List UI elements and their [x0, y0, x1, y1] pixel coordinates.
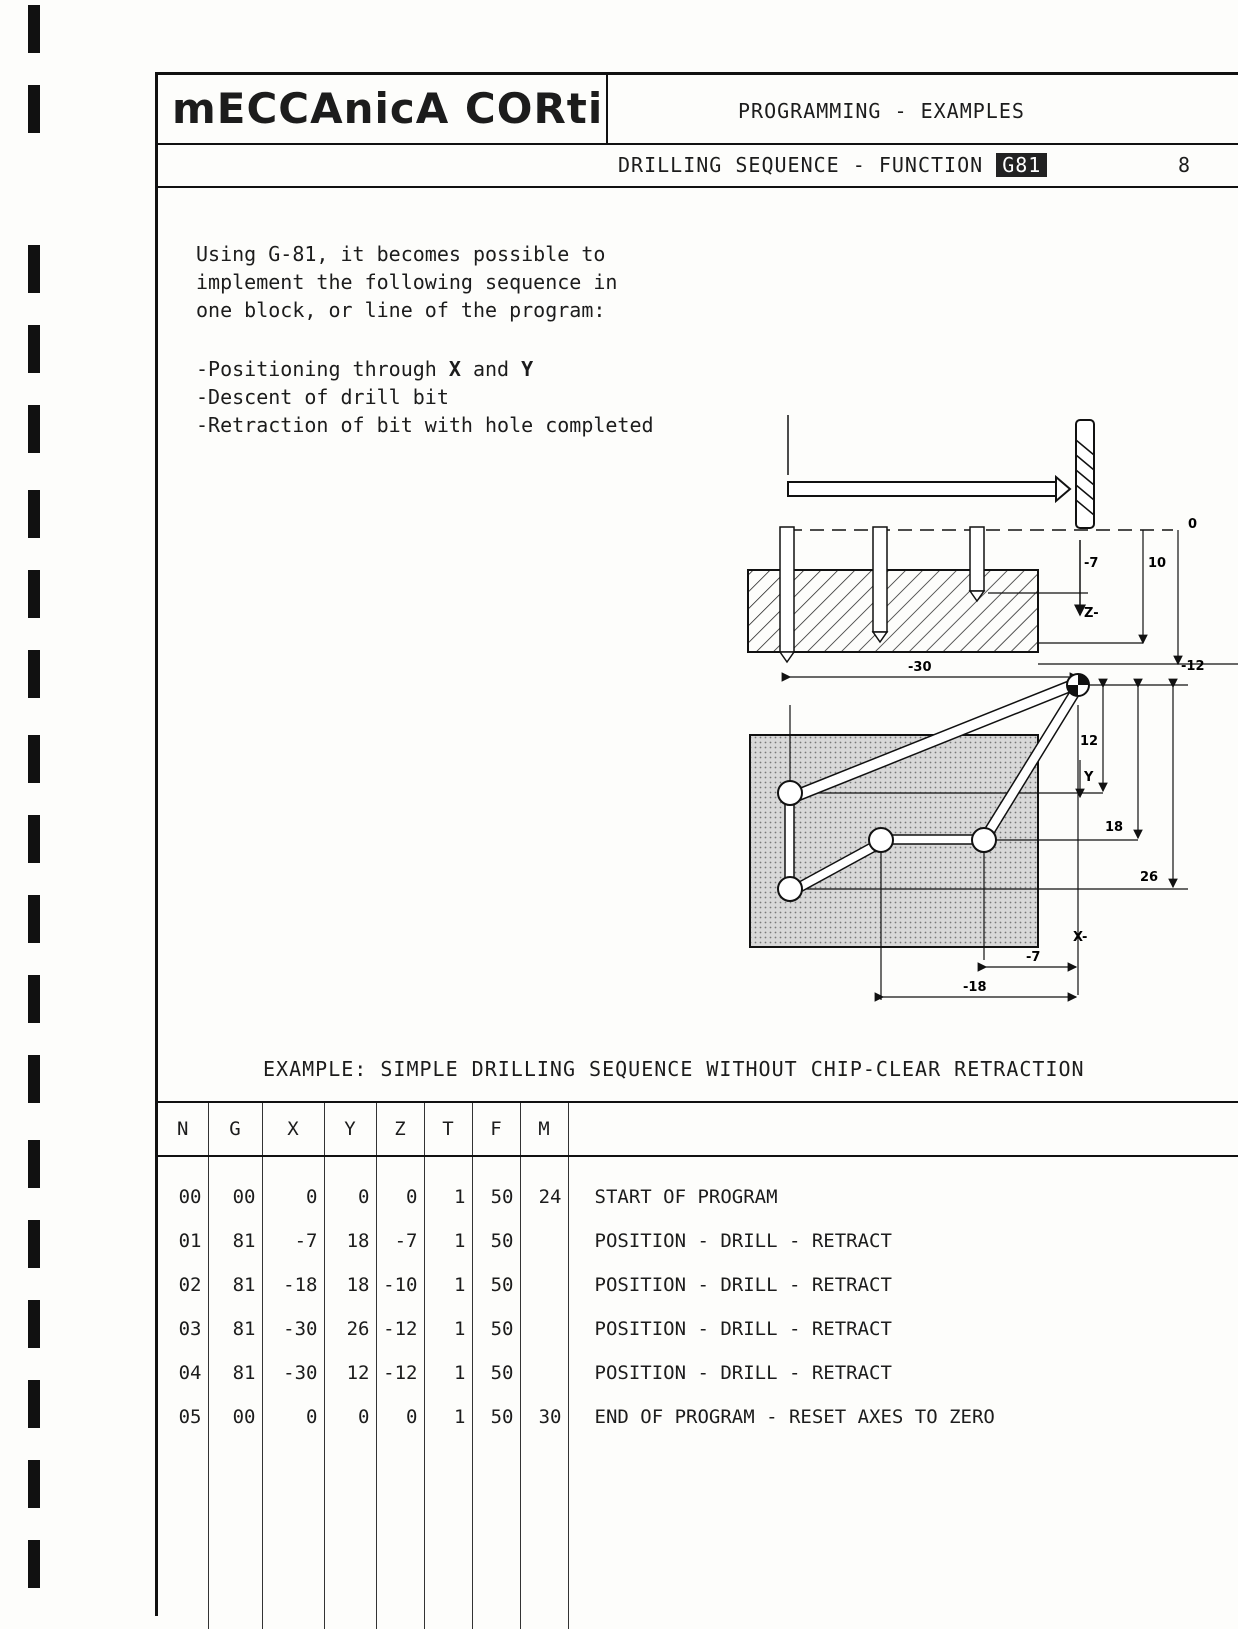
- depth-10-label: 10: [1148, 556, 1166, 571]
- table-blank-row: [158, 1439, 1238, 1629]
- section-title: DRILLING SEQUENCE - FUNCTION G81: [618, 153, 1048, 177]
- binding-hole: [28, 1540, 40, 1588]
- y-18-label: 18: [1105, 820, 1123, 835]
- col-header-t: T: [424, 1101, 473, 1157]
- tool-path: [784, 679, 1084, 896]
- section-title-text: DRILLING SEQUENCE - FUNCTION: [618, 153, 984, 177]
- col-header-n: N: [158, 1101, 209, 1157]
- intro-line: one block, or line of the program:: [196, 298, 606, 322]
- binding-hole: [28, 570, 40, 618]
- workpiece-section: [747, 569, 1039, 653]
- brand-logo: mECCAnicA CORtini: [158, 75, 608, 143]
- depth-12-label: -12: [1181, 659, 1205, 674]
- binding-hole: [28, 5, 40, 53]
- binding-hole: [28, 1055, 40, 1103]
- binding-hole: [28, 85, 40, 133]
- header-row: mECCAnicA CORtini PROGRAMMING - EXAMPLES: [158, 75, 1238, 145]
- binding-hole: [28, 815, 40, 863]
- binding-hole: [28, 650, 40, 698]
- sequence-list: -Positioning through X and Y -Descent of…: [196, 355, 654, 439]
- function-badge: G81: [996, 153, 1048, 177]
- binding-hole: [28, 490, 40, 538]
- page-title: PROGRAMMING - EXAMPLES: [738, 99, 1025, 123]
- page-number: 8: [1178, 153, 1191, 177]
- binding-hole: [28, 245, 40, 293]
- binding-hole: [28, 1300, 40, 1348]
- binding-hole: [28, 735, 40, 783]
- binding-hole: [28, 1380, 40, 1428]
- z-axis-label: Z-: [1084, 606, 1099, 621]
- list-item: -Positioning through X and Y: [196, 357, 534, 381]
- table-header-row: N G X Y Z T F M: [158, 1101, 1238, 1157]
- y-12-label: 12: [1080, 734, 1098, 749]
- col-header-z: Z: [376, 1101, 425, 1157]
- y-axis-label: Y: [1083, 770, 1094, 785]
- hole-markers: [777, 780, 997, 902]
- intro-line: implement the following sequence in: [196, 270, 618, 294]
- col-header-desc: [568, 1101, 1238, 1157]
- example-title: EXAMPLE: SIMPLE DRILLING SEQUENCE WITHOU…: [263, 1057, 1085, 1081]
- drilling-diagram: -7 Z- 10 0 -12 -30: [747, 415, 1238, 1002]
- binding-hole: [28, 1140, 40, 1188]
- binding-hole: [28, 1460, 40, 1508]
- binding-hole: [28, 405, 40, 453]
- col-header-f: F: [472, 1101, 521, 1157]
- binding-holes: [0, 0, 70, 1613]
- depth-7-label: -7: [1084, 556, 1098, 571]
- binding-hole: [28, 325, 40, 373]
- drill-bit-icon: [1075, 419, 1095, 529]
- page-frame: mECCAnicA CORtini PROGRAMMING - EXAMPLES…: [155, 72, 1238, 1629]
- section-row: DRILLING SEQUENCE - FUNCTION G81 8: [158, 145, 1238, 188]
- x-18-label: -18: [963, 980, 987, 995]
- intro-line: Using G-81, it becomes possible to: [196, 242, 606, 266]
- rapid-move-arrow: [787, 481, 1059, 497]
- intro-paragraph: Using G-81, it becomes possible to imple…: [196, 240, 617, 324]
- binding-hole: [28, 895, 40, 943]
- col-header-m: M: [520, 1101, 569, 1157]
- col-header-x: X: [262, 1101, 325, 1157]
- x-axis-label: X-: [1073, 930, 1087, 945]
- col-header-g: G: [208, 1101, 263, 1157]
- list-item: -Descent of drill bit: [196, 385, 449, 409]
- list-item: -Retraction of bit with hole completed: [196, 413, 654, 437]
- x-7-label: -7: [1026, 950, 1040, 965]
- binding-hole: [28, 975, 40, 1023]
- zero-label: 0: [1188, 517, 1197, 532]
- y-26-label: 26: [1140, 870, 1158, 885]
- x-30-label: -30: [908, 660, 932, 675]
- col-header-y: Y: [324, 1101, 377, 1157]
- binding-hole: [28, 1220, 40, 1268]
